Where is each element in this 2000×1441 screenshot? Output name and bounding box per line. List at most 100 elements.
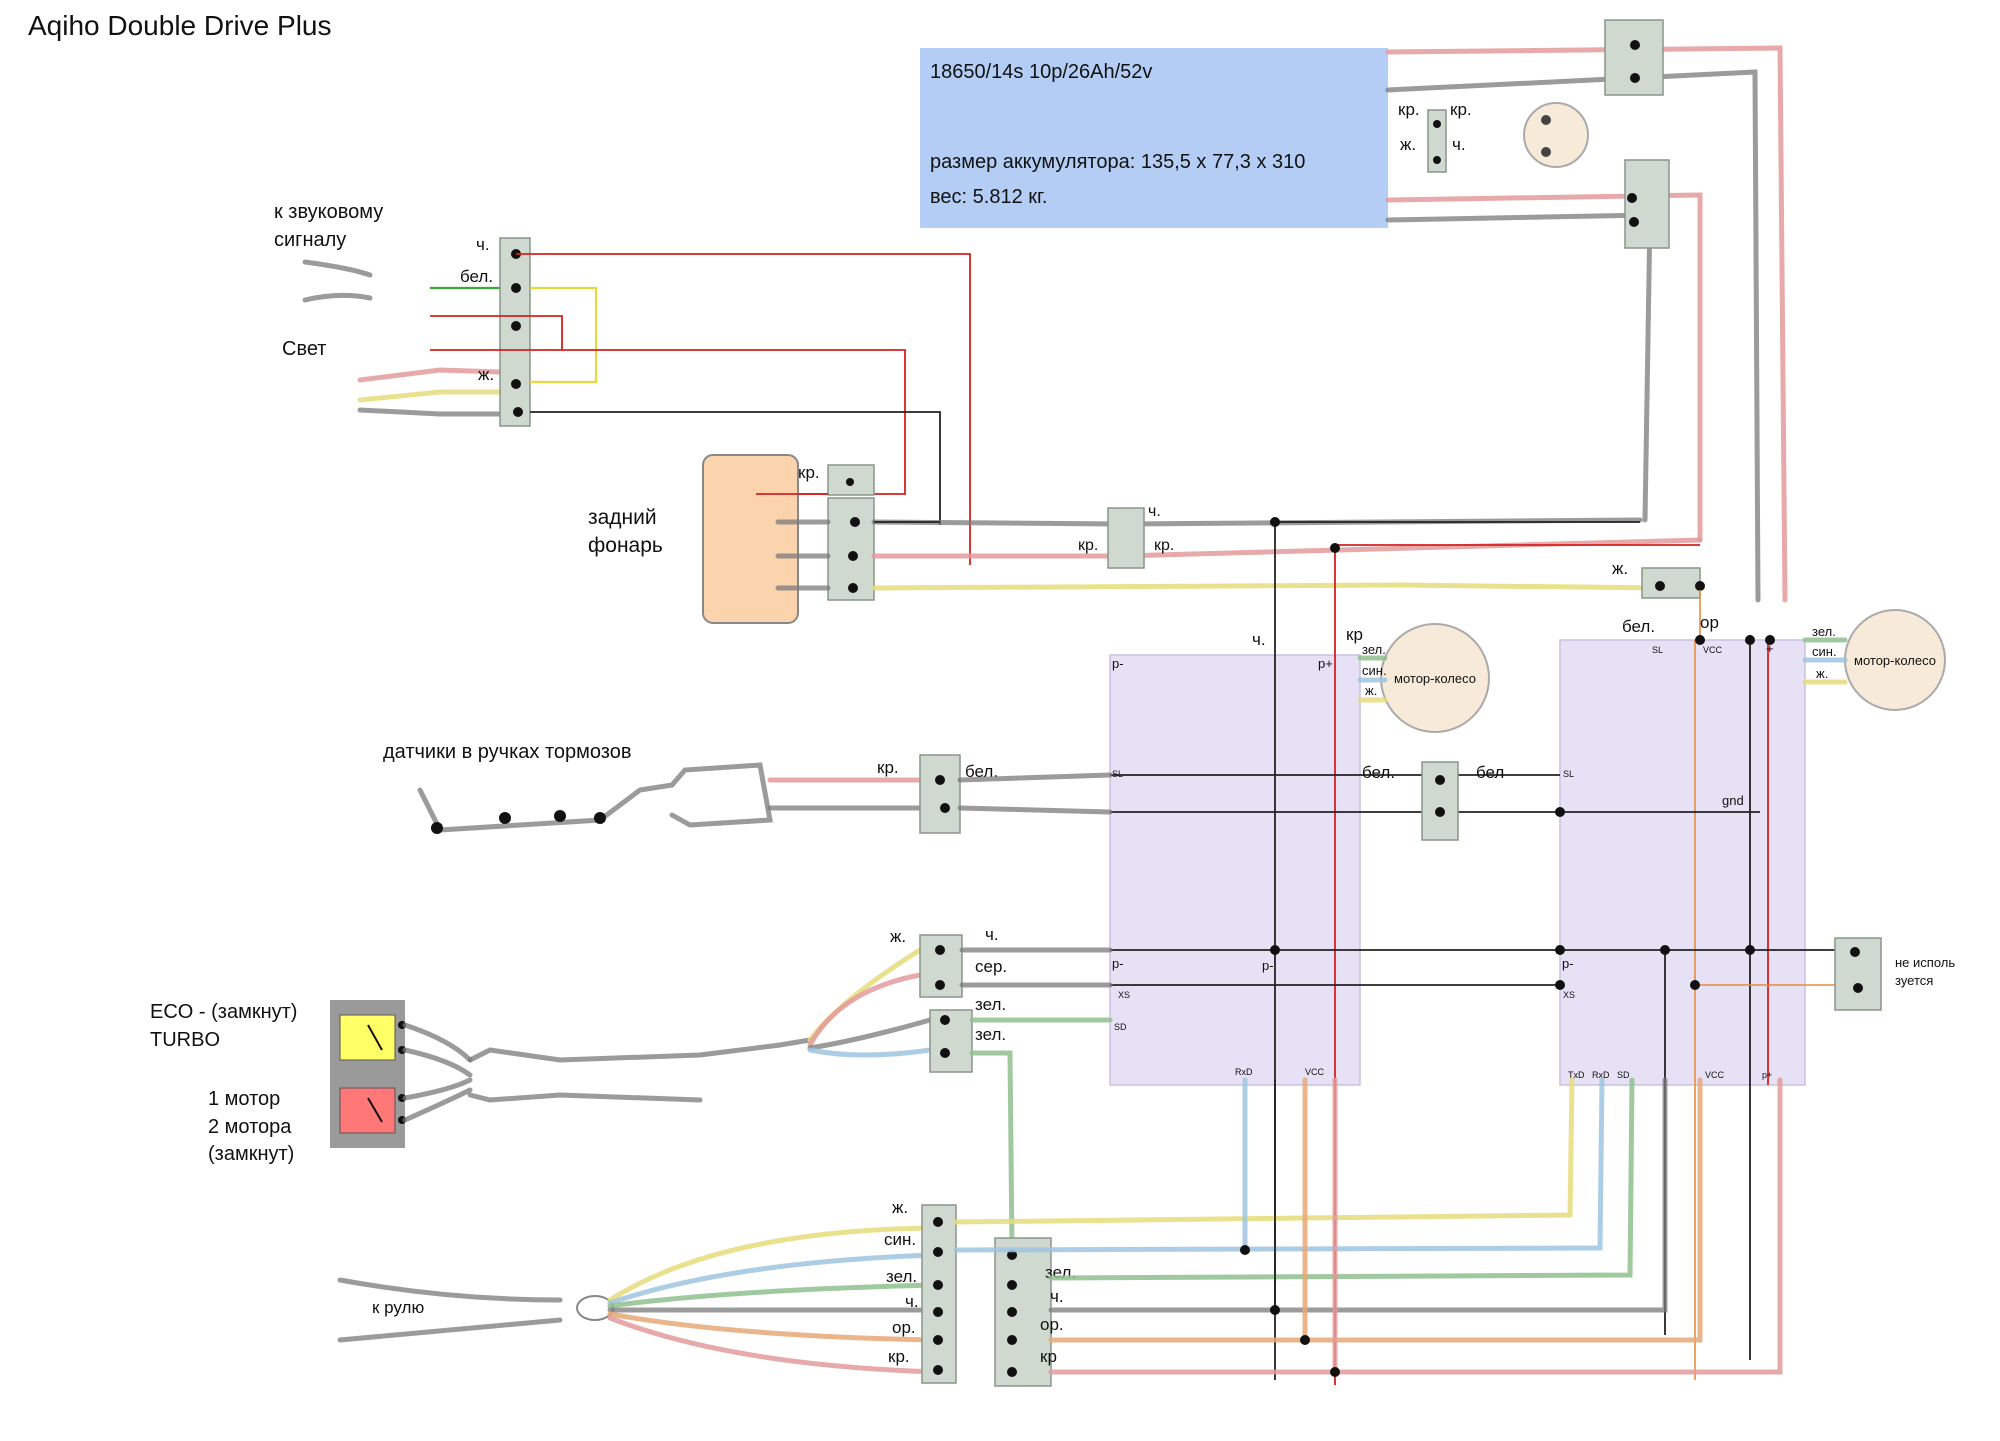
battery-weight: вес: 5.812 кг. [930,186,1047,208]
horn-label: к звуковому [274,201,383,223]
brake-link-bel: бел. [1362,763,1395,782]
motor-r-zh: ж. [1816,666,1828,681]
controller-right [1559,639,1806,1086]
battery-label-kr2: кр. [1450,100,1472,119]
charge-socket-icon [1523,102,1589,168]
rear-lamp-label-2: фонарь [588,534,663,557]
ctrl-l-xs: XS [1118,990,1130,1000]
hb-wire-or: ор. [892,1318,916,1337]
battery-label-kr1: кр. [1398,100,1420,119]
motor-count-switch[interactable] [339,1087,396,1134]
throttle-wire-ser: сер. [975,957,1007,976]
hb-r-wire-kr: кр [1040,1347,1057,1366]
ctrl-r-xs: XS [1563,990,1575,1000]
ctrl-r-vcc-2: VCC [1705,1070,1725,1080]
ctrl-l-pminus-3: p- [1262,958,1274,973]
ctrl-l-pplus: p+ [1318,656,1333,671]
diagram-title: Aqiho Double Drive Plus [28,10,332,41]
handlebar-label: к рулю [372,1298,424,1317]
hb-wire-kr: кр. [888,1347,910,1366]
battery-label-ch: ч. [1452,135,1466,154]
horn-label-2: сигналу [274,229,346,251]
motor-wheel-left-label: мотор-колесо [1394,671,1476,686]
ctrl-l-rxd: RxD [1235,1067,1253,1077]
one-motor-label: 1 мотор [208,1088,280,1110]
motor-r-zel: зел. [1812,624,1836,639]
ctrl-l-pminus-2: p- [1112,956,1124,971]
light-wire-zh: ж. [478,365,494,384]
unused-label-2: зуется [1895,973,1933,988]
horn-wire-ch: ч. [476,235,490,254]
horn-light-connector [499,237,531,427]
rear-lamp-label: задний [588,506,657,529]
battery-spec: 18650/14s 10p/26Ah/52v [930,61,1152,83]
ctrl-r-pplus: p+ [1762,1070,1772,1080]
brake-sensors-label: датчики в ручках тормозов [383,741,631,763]
hb-r-wire-or: ор. [1040,1315,1064,1334]
ctrl-r-sd: SD [1617,1070,1630,1080]
mid-wire-ch: ч. [1148,503,1161,520]
brake-link-bel-2: бел [1476,763,1504,782]
motor-l-sin: син. [1362,663,1387,678]
motor-wheel-right-label: мотор-колесо [1854,653,1936,668]
closed-label: (замкнут) [208,1143,294,1165]
hb-wire-sin: син. [884,1230,916,1249]
ctrl-l-pminus: p- [1112,656,1124,671]
ctrl-l-vcc: VCC [1305,1067,1325,1077]
throttle-wire-zh: ж. [890,927,906,946]
ctrl-r-gnd: gnd [1722,793,1744,808]
unused-label: не исполь [1895,955,1955,970]
ctrl-r-rxd: RxD [1592,1070,1610,1080]
ctrl-r-sl-2: SL [1563,769,1574,779]
right-wire-zh: ж. [1612,559,1628,578]
eco-label: ECO - (замкнут) [150,1001,297,1023]
hb-r-wire-ch: ч. [1050,1287,1064,1306]
middle-connector [1107,507,1145,569]
ctrl-l-sd: SD [1114,1022,1127,1032]
hb-wire-zel: зел. [886,1267,917,1286]
ctrl-l-top-ch: ч. [1252,630,1266,649]
horn-wire-bel: бел. [460,267,493,286]
turbo-label: TURBO [150,1029,220,1051]
brake-connector [919,754,961,834]
battery-connector-bottom [1624,159,1670,249]
ctrl-r-top-bel: бел. [1622,617,1655,636]
mode-connector [929,1009,973,1073]
eco-turbo-switch[interactable] [339,1014,396,1061]
rear-lamp-wire-kr: кр. [798,463,820,482]
two-motors-label: 2 мотора [208,1116,292,1138]
mode-wire-zel: зел. [975,995,1006,1014]
motor-l-zel: зел. [1362,642,1386,657]
yellow-orange-connector [1641,567,1701,599]
hb-wire-zh: ж. [892,1198,908,1217]
controller-left [1109,654,1361,1086]
ctrl-r-sl: SL [1652,645,1663,655]
handlebar-connector-left [921,1204,957,1384]
ctrl-r-pminus: p- [1562,956,1574,971]
ctrl-r-txd: TxD [1568,1070,1585,1080]
battery-connector-top [1604,19,1664,96]
light-label: Свет [282,338,326,360]
mid-wire-kr: кр. [1078,537,1098,554]
hb-wire-ch: ч. [905,1292,919,1311]
mid-wire-kp: кр. [1154,537,1174,554]
charge-connector [1427,109,1447,173]
battery-box [920,48,1388,228]
ctrl-r-top-or: ор [1700,613,1719,632]
ctrl-l-sl: SL [1112,769,1123,779]
ctrl-r-vcc: VCC [1703,645,1723,655]
battery-size: размер аккумулятора: 135,5 х 77,3 х 310 [930,151,1305,173]
rear-lamp [702,454,799,624]
mode-wire-zel-2: зел. [975,1025,1006,1044]
brake-wire-kr: кр. [877,758,899,777]
ctrl-l-top-kr: кр [1346,625,1363,644]
ctrl-r-plus: + [1766,641,1774,656]
battery-label-zh: ж. [1400,135,1416,154]
brake-wire-bel: бел. [965,762,998,781]
throttle-wire-ch: ч. [985,925,999,944]
motor-l-zh: ж. [1365,683,1377,698]
brake-link-connector [1421,761,1459,841]
rear-lamp-connector [827,497,875,601]
